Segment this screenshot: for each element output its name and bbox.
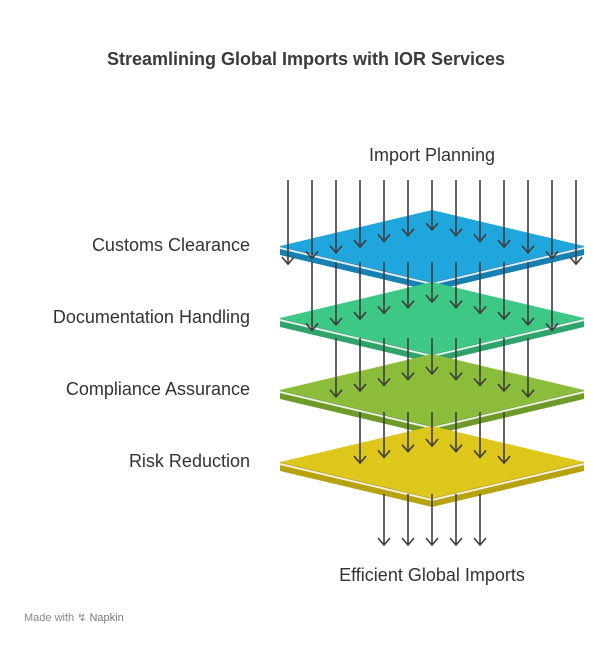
arrow-l3-384 <box>377 412 391 459</box>
arrow-input-432 <box>425 180 439 232</box>
arrow-l1-504 <box>497 262 511 321</box>
arrow-input-312 <box>305 180 319 260</box>
arrow-l2-456 <box>449 338 463 381</box>
arrow-l3-504 <box>497 412 511 465</box>
arrow-output-384 <box>377 494 391 547</box>
arrow-input-288 <box>281 180 295 266</box>
napkin-logo-icon: ↯ <box>77 612 87 624</box>
arrow-input-528 <box>521 180 535 254</box>
arrow-l1-312 <box>305 262 319 332</box>
arrow-l2-360 <box>353 338 367 393</box>
layer-label-risk: Risk Reduction <box>128 451 250 471</box>
arrow-input-408 <box>401 180 415 237</box>
layer-label-compliance: Compliance Assurance <box>65 379 250 399</box>
arrow-input-504 <box>497 180 511 249</box>
arrow-l3-360 <box>353 412 367 465</box>
arrow-l1-336 <box>329 262 343 326</box>
arrow-l1-408 <box>401 262 415 309</box>
layer-documentation-face <box>280 282 584 354</box>
arrow-l2-480 <box>473 338 487 387</box>
arrow-input-552 <box>545 180 559 260</box>
footer-brand: Napkin <box>89 612 124 624</box>
layer-label-customs: Customs Clearance <box>91 235 250 255</box>
arrow-l1-360 <box>353 262 367 321</box>
arrow-l2-336 <box>329 338 343 398</box>
layer-label-documentation: Documentation Handling <box>52 307 250 327</box>
arrow-l2-432 <box>425 338 439 376</box>
layer-customs-face <box>280 210 584 282</box>
arrow-l1-552 <box>545 262 559 332</box>
layer-compliance-face <box>280 354 584 426</box>
input-label: Import Planning <box>368 145 496 165</box>
arrow-l2-504 <box>497 338 511 393</box>
arrow-output-456 <box>449 494 463 547</box>
arrow-l1-432 <box>425 262 439 304</box>
layer-customs <box>279 210 585 291</box>
arrow-l1-456 <box>449 262 463 309</box>
arrow-input-336 <box>329 180 343 254</box>
arrow-l3-456 <box>449 412 463 453</box>
layer-risk-face <box>280 426 584 498</box>
arrow-input-576 <box>569 180 583 266</box>
arrow-input-360 <box>353 180 367 249</box>
arrow-input-480 <box>473 180 487 243</box>
arrow-l2-384 <box>377 338 391 387</box>
footer-made-with: Made with <box>24 612 75 624</box>
arrow-l2-528 <box>521 338 535 398</box>
arrow-l1-384 <box>377 262 391 315</box>
arrow-l3-480 <box>473 412 487 459</box>
arrow-input-384 <box>377 180 391 243</box>
arrow-l1-528 <box>521 262 535 326</box>
arrow-output-480 <box>473 494 487 547</box>
arrow-input-456 <box>449 180 463 237</box>
footer-credit: Made with ↯ Napkin <box>24 611 124 624</box>
arrow-output-408 <box>401 494 415 547</box>
output-label: Efficient Global Imports <box>339 565 525 585</box>
arrow-l2-408 <box>401 338 415 381</box>
arrow-l1-480 <box>473 262 487 315</box>
arrow-output-432 <box>425 494 439 547</box>
diagram-title: Streamlining Global Imports with IOR Ser… <box>106 49 506 69</box>
arrow-l3-408 <box>401 412 415 453</box>
arrow-l3-432 <box>425 412 439 448</box>
